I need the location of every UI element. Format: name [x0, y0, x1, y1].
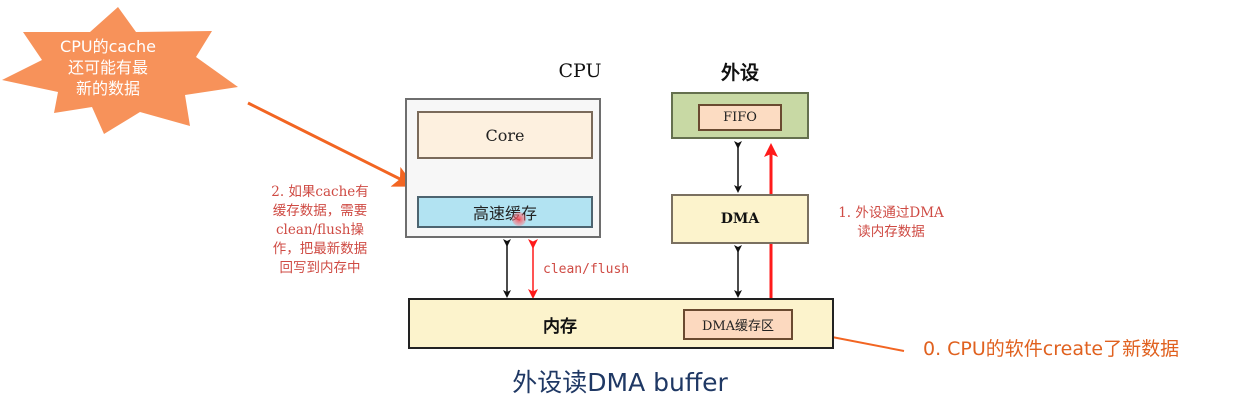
cache-label: 高速缓存	[472, 204, 537, 223]
fifo-label: FIFO	[723, 110, 757, 125]
dma-label: DMA	[720, 211, 760, 227]
step2-line: 回写到内存中	[279, 260, 361, 276]
clean-flush-label: clean/flush	[543, 262, 630, 277]
dma-buffer-block: DMA缓存区	[683, 309, 793, 340]
fifo-block: FIFO	[698, 104, 782, 131]
step2-line: clean/flush操	[276, 222, 364, 238]
core-block: Core	[417, 111, 593, 159]
cache-block: 高速缓存	[417, 196, 593, 228]
pointer-highlight	[512, 212, 526, 226]
dma-buffer-label: DMA缓存区	[701, 319, 775, 334]
diagram-caption: 外设读DMA buffer	[512, 368, 728, 397]
step0-note: 0. CPU的软件create了新数据	[923, 338, 1180, 360]
step2-line: 作，把最新数据	[272, 241, 368, 257]
starburst-line: 新的数据	[75, 79, 140, 98]
starburst-line: CPU的cache	[60, 37, 156, 56]
starburst-line: 还可能有最	[67, 58, 148, 77]
core-label: Core	[485, 125, 525, 145]
cpu-title: CPU	[558, 60, 602, 82]
step1-line: 读内存数据	[857, 224, 925, 240]
starburst-callout: CPU的cache 还可能有最 新的数据	[38, 36, 178, 99]
step2-line: 2. 如果cache有	[271, 184, 369, 200]
memory-label: 内存	[543, 317, 577, 337]
step2-line: 缓存数据，需要	[272, 203, 368, 219]
dma-block: DMA	[671, 194, 809, 244]
step1-line: 1. 外设通过DMA	[838, 205, 944, 221]
step1-note: 1. 外设通过DMA 读内存数据	[826, 204, 956, 242]
step2-note: 2. 如果cache有 缓存数据，需要 clean/flush操 作，把最新数据…	[245, 183, 395, 278]
starburst-pointer-arrow	[247, 101, 416, 187]
peripheral-title: 外设	[720, 62, 759, 84]
